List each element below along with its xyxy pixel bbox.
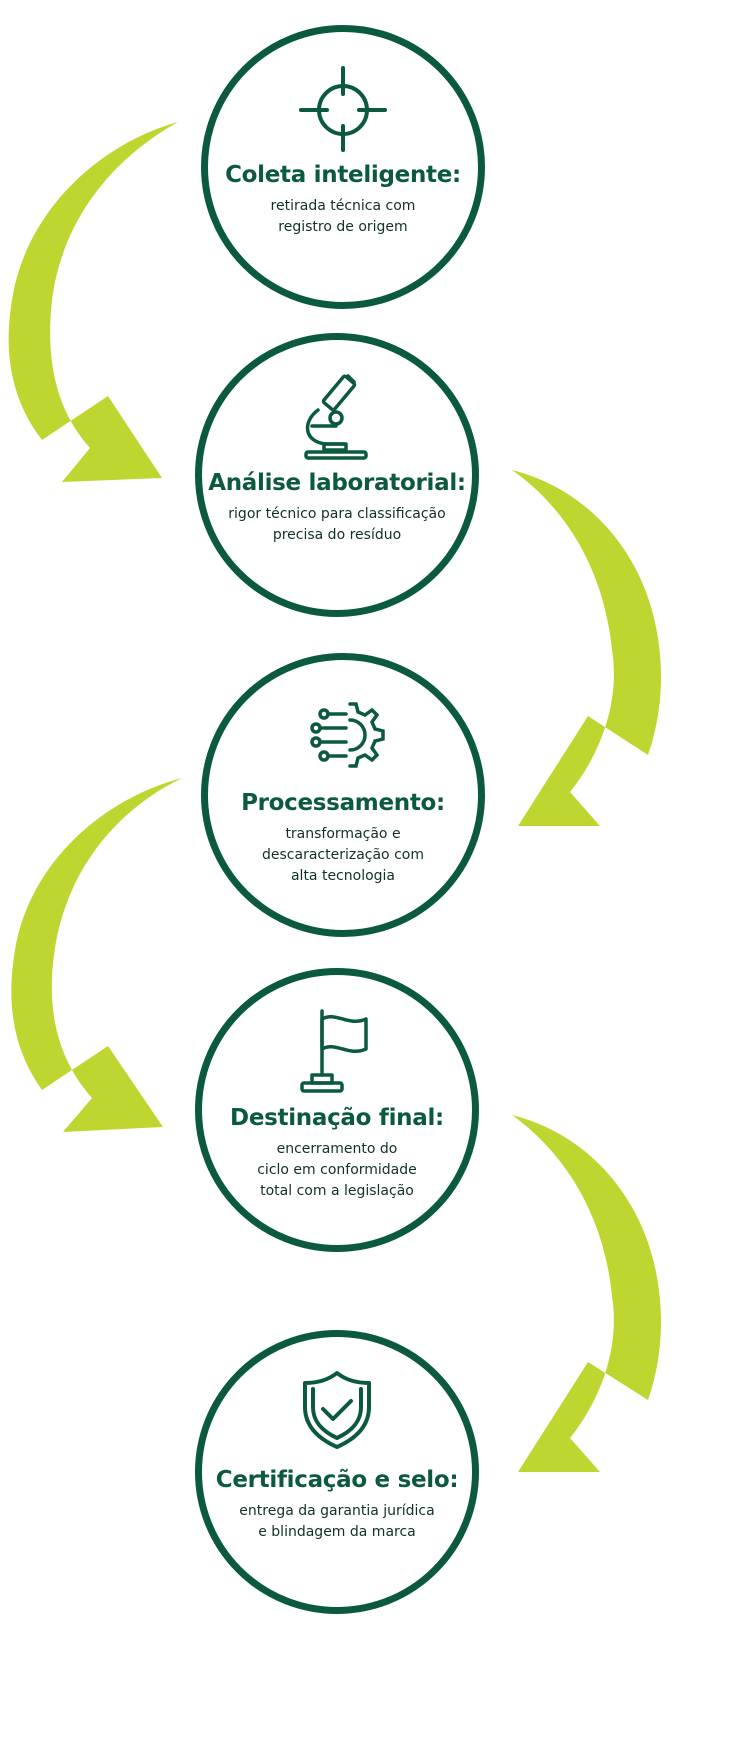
flag-icon <box>292 1005 382 1099</box>
step-title: Processamento: <box>241 790 445 816</box>
microscope-icon <box>292 370 382 466</box>
gear-circuit-icon <box>298 690 388 784</box>
step-title: Certificação e selo: <box>215 1467 459 1493</box>
shield-check-icon <box>297 1367 377 1455</box>
step-title: Análise laboratorial: <box>208 470 466 496</box>
arrow-right-2 <box>512 1115 661 1472</box>
step-processing: Processamento: transformação e descaract… <box>201 653 485 937</box>
arrow-left-1 <box>8 122 178 482</box>
step-final-destination: Destinação final: encerramento do ciclo … <box>195 968 479 1252</box>
step-description: retirada técnica com registro de origem <box>270 198 416 235</box>
step-description: transformação e descaracterização com al… <box>262 826 424 884</box>
step-description: rigor técnico para classificação precisa… <box>228 506 446 543</box>
step-title: Coleta inteligente: <box>225 162 461 188</box>
arrow-left-2 <box>11 778 182 1132</box>
step-analysis: Análise laboratorial: rigor técnico para… <box>195 333 479 617</box>
step-certification: Certificação e selo: entrega da garantia… <box>195 1330 479 1614</box>
step-title: Destinação final: <box>230 1105 444 1131</box>
crosshair-icon <box>298 62 388 156</box>
arrow-right-1 <box>512 470 661 826</box>
step-description: entrega da garantia jurídica e blindagem… <box>239 1503 435 1540</box>
step-collection: Coleta inteligente: retirada técnica com… <box>201 25 485 309</box>
step-description: encerramento do ciclo em conformidade to… <box>257 1141 417 1199</box>
